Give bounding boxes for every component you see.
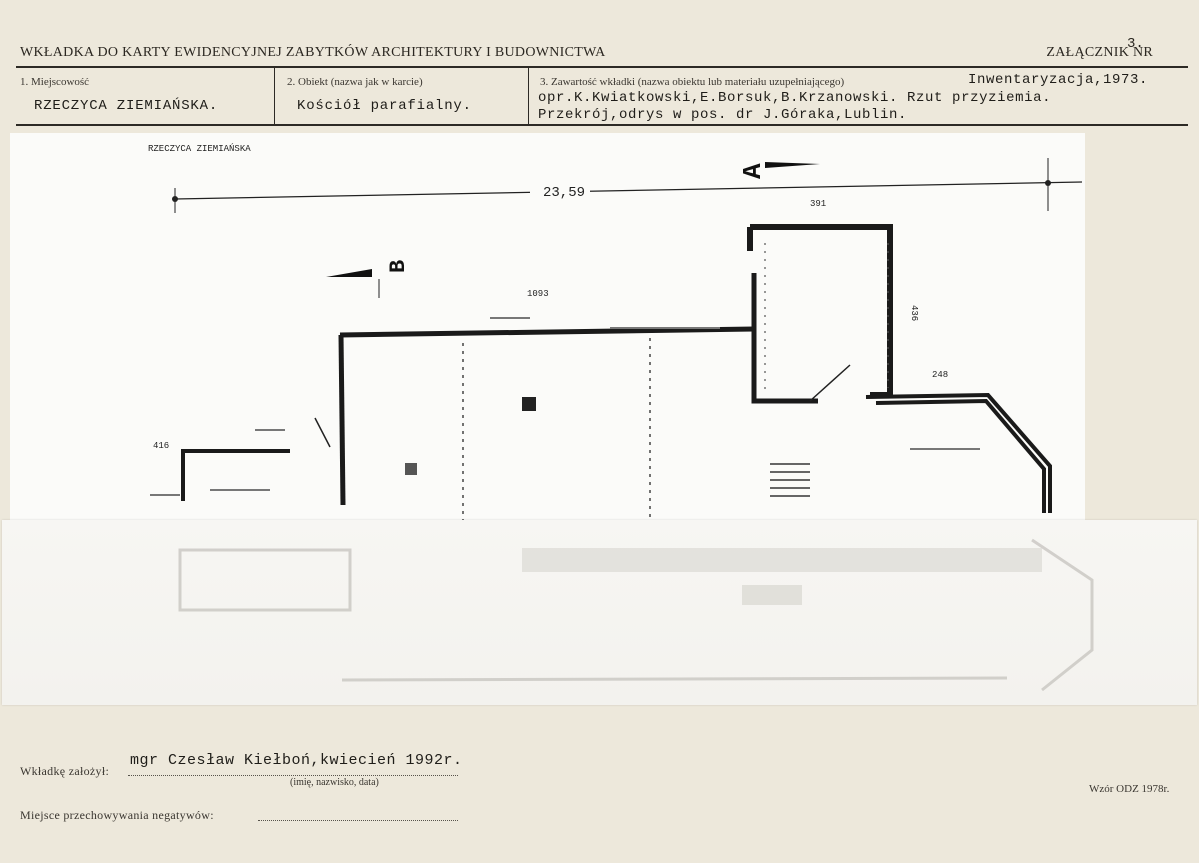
object-value: Kościół parafialny. (297, 98, 472, 114)
created-by-label: Wkładkę założył: (20, 764, 110, 778)
dim-tower-side: 436 (909, 305, 919, 321)
field-divider-1 (274, 68, 275, 126)
overlay-ghost-svg (178, 538, 1094, 692)
content-label: 3. Zawartość wkładki (nazwa obiektu lub … (540, 76, 845, 88)
content-line-2: opr.K.Kwiatkowski,E.Borsuk,B.Krzanowski.… (538, 90, 1052, 106)
form-code: Wzór ODZ 1978r. (1089, 783, 1170, 795)
content-line-3: Przekrój,odrys w pos. dr J.Góraka,Lublin… (538, 107, 908, 123)
drawing-handwritten-title: RZECZYCA ZIEMIAŃSKA (148, 143, 251, 154)
dimension-label-bg (530, 183, 590, 199)
pillar-2 (405, 463, 417, 475)
pillar-1 (522, 397, 536, 411)
header-rule-top (16, 66, 1188, 68)
dim-tower-width: 391 (810, 199, 826, 209)
floor-plan-svg: RZECZYCA ZIEMIAŃSKA 23,59 A B 391 1093 4… (148, 143, 1083, 536)
tower-walls (747, 224, 893, 398)
object-label: 2. Obiekt (nazwa jak w karcie) (287, 76, 423, 88)
card-title: WKŁADKA DO KARTY EWIDENCYJNEJ ZABYTKÓW A… (20, 45, 606, 60)
translucent-overlay-sheet (2, 520, 1197, 705)
annex-walls (181, 449, 290, 501)
header-rule-bottom (16, 124, 1188, 126)
dim-small-left: 416 (153, 441, 169, 451)
locality-label: 1. Miejscowość (20, 76, 90, 88)
content-line-1: Inwentaryzacja,1973. (968, 72, 1149, 88)
dim-nave-length: 1093 (527, 289, 549, 299)
section-a-arrow (765, 162, 820, 168)
door-swing-1 (809, 364, 851, 402)
created-by-line (128, 775, 458, 776)
door-swing-2 (314, 417, 331, 448)
annotation-dots (150, 317, 980, 496)
section-b-arrow (326, 269, 372, 277)
field-divider-2 (528, 68, 529, 126)
ghost-mark (742, 585, 802, 605)
stair-marks (770, 463, 810, 497)
annex-label: ZAŁĄCZNIK NR (1046, 45, 1153, 60)
section-b-label: B (386, 260, 411, 273)
ghost-text-bar (522, 548, 1042, 572)
apse-walls (865, 392, 1052, 513)
overall-dimension-line (174, 181, 1083, 200)
storage-label: Miejsce przechowywania negatywów: (20, 808, 214, 822)
storage-line (258, 820, 458, 821)
dim-wall-right: 248 (932, 370, 948, 380)
created-by-value: mgr Czesław Kiełboń,kwiecień 1992r. (130, 752, 463, 769)
created-by-caption: (imię, nazwisko, data) (290, 777, 379, 788)
ghost-walls (178, 538, 1094, 692)
floor-plan-drawing: RZECZYCA ZIEMIAŃSKA 23,59 A B 391 1093 4… (10, 133, 1085, 538)
overall-dimension-label: 23,59 (543, 185, 585, 201)
locality-value: RZECZYCA ZIEMIAŃSKA. (34, 98, 219, 114)
annex-number: 3. (1127, 36, 1144, 52)
section-a-label: A (738, 163, 768, 179)
nave-walls (338, 273, 818, 506)
